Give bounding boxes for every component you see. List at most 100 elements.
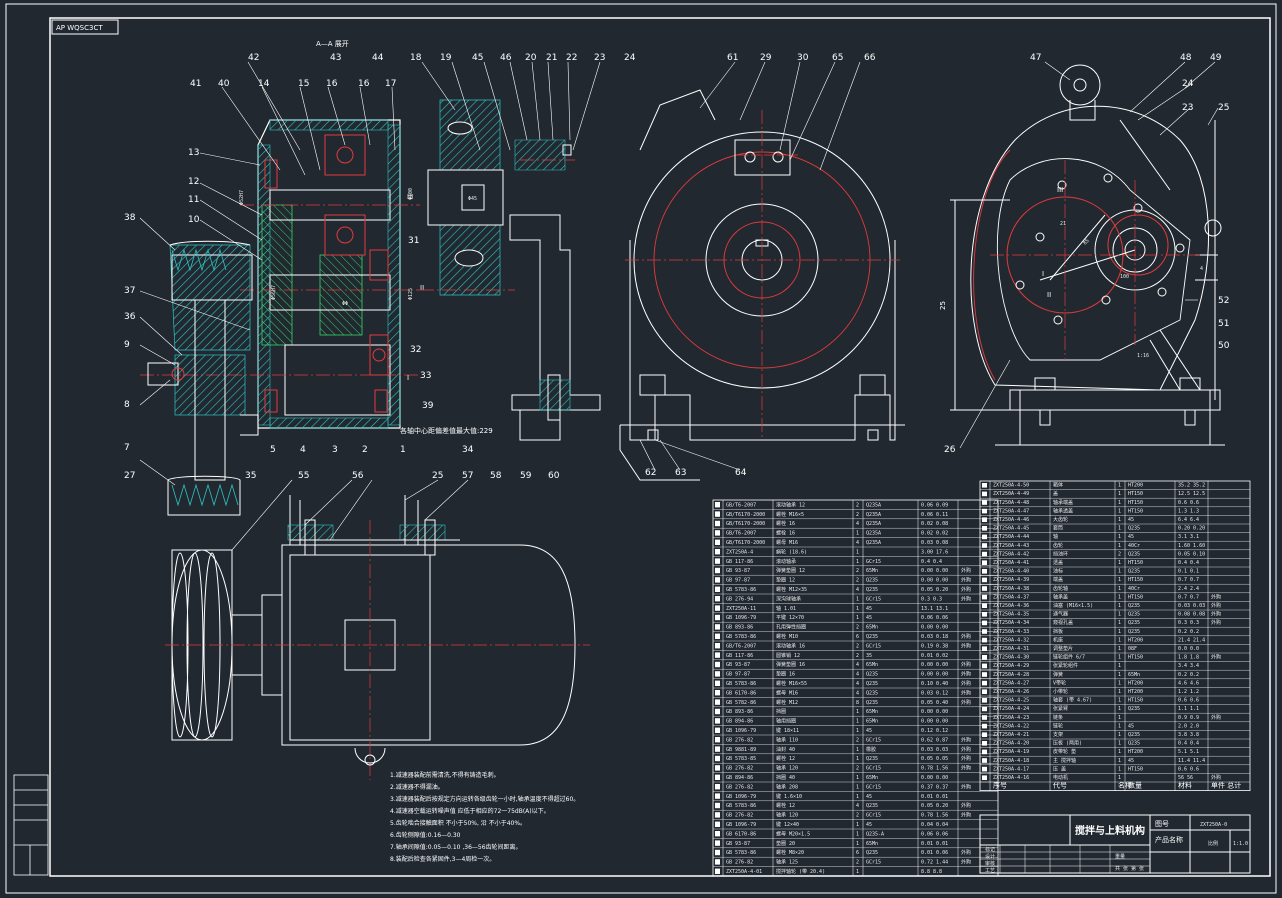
parts-right-cell: ZXT250A-4-48 [993, 500, 1029, 506]
svg-text:11: 11 [188, 195, 199, 205]
parts-left-cell: 1 [856, 615, 859, 621]
svg-text:41: 41 [190, 79, 201, 89]
parts-right-cell: 1 [1118, 517, 1121, 523]
parts-left-row-marker [715, 690, 720, 696]
parts-left-cell: GB 1096-79 [726, 615, 756, 621]
parts-right-cell: 1 [1118, 749, 1121, 755]
parts-right-cell: 轴 [1053, 533, 1058, 540]
parts-right-cell: 挡油环 [1053, 550, 1068, 557]
parts-left-cell: 平键 12×70 [776, 614, 804, 621]
svg-text:22: 22 [566, 53, 577, 63]
svg-text:15: 15 [298, 79, 309, 89]
parts-right-cell: 0.1 0.1 [1178, 569, 1199, 575]
parts-right-row-marker [982, 491, 987, 497]
parts-left-cell: 1 [856, 747, 859, 753]
parts-left-cell: GB 894-86 [726, 719, 753, 725]
svg-text:42: 42 [248, 53, 259, 63]
parts-right-cell: 皮带轮 垫 [1053, 748, 1076, 755]
svg-text:13: 13 [188, 148, 199, 158]
parts-left-cell: 1 [856, 596, 859, 602]
parts-left-cell: Q235 [866, 587, 878, 593]
section-label: A—A 展开 [316, 40, 349, 48]
parts-right-cell: 1 [1118, 594, 1121, 600]
parts-right-row-marker [982, 758, 987, 763]
callouts-left-view [139, 61, 601, 486]
parts-right-cell: HT150 [1128, 560, 1143, 566]
parts-left-cell: 1 [856, 831, 859, 837]
parts-left-row-marker [715, 502, 720, 508]
parts-left-cell: 8.8 8.8 [921, 869, 942, 875]
svg-text:设计: 设计 [985, 853, 995, 860]
parts-right-cell: 1 [1118, 577, 1121, 583]
parts-left-cell: 1 [856, 756, 859, 762]
parts-left-cell: GB 276-82 [726, 737, 753, 743]
parts-right-row-marker [982, 508, 987, 514]
parts-left-cell: 孔用弹性挡圈 [776, 624, 806, 631]
parts-right-cell: 轴承透盖 [1053, 507, 1073, 514]
parts-right-cell: ZXT250A-4-47 [993, 508, 1029, 514]
parts-left-cell: GB 117-86 [726, 559, 753, 565]
parts-right-cell: 0.6 0.6 [1178, 500, 1199, 506]
parts-left-cell: 外购 [961, 699, 971, 706]
parts-left-row-marker [715, 784, 720, 790]
parts-right-cell: ZXT250A-4-49 [993, 491, 1029, 497]
parts-left-cell: 1 [856, 869, 859, 875]
parts-left-cell: 0.03 0.12 [921, 690, 948, 696]
parts-right-cell: 0.03 0.03 [1178, 603, 1205, 609]
parts-left-cell: 4 [856, 690, 859, 696]
parts-right-cell: 1 [1118, 637, 1121, 643]
parts-right-cell: 1 [1118, 560, 1121, 566]
parts-left-row-marker [715, 755, 720, 762]
parts-right-cell: 11.4 11.4 [1178, 758, 1205, 764]
roman-II-right: II [1047, 291, 1051, 299]
parts-left-cell: GCr15 [866, 559, 881, 565]
parts-left-cell: 2 [856, 643, 859, 649]
parts-left-cell: GB 276-82 [726, 860, 753, 866]
parts-right-cell: 轴承盖 [1053, 593, 1068, 600]
parts-right-row-marker [982, 586, 987, 591]
parts-left-cell: 2 [856, 625, 859, 631]
svg-text:38: 38 [124, 213, 136, 223]
parts-left-cell: 0.00 0.00 [921, 662, 948, 668]
parts-left-cell: GB 5783-86 [726, 587, 756, 593]
parts-left-cell: 外购 [961, 802, 971, 809]
parts-right-cell: 1 [1118, 698, 1121, 704]
parts-left-row-marker [715, 652, 720, 658]
parts-right-cell: 1 [1118, 741, 1121, 747]
parts-right-cell: ZXT250A-4-37 [993, 594, 1029, 600]
parts-left-row-marker [715, 718, 720, 724]
parts-right-cell: 2 [1118, 551, 1121, 557]
parts-left-cell: 1 [856, 728, 859, 734]
left-margin-stamp [13, 774, 49, 876]
parts-right-cell: Q235 [1128, 612, 1140, 618]
parts-right-cell: 张紧轮组件 [1053, 662, 1078, 669]
parts-left-cell: 4 [856, 672, 859, 678]
parts-right-row-marker [982, 715, 987, 720]
parts-right-cell: HT150 [1128, 655, 1143, 661]
parts-left-cell: 0.05 0.20 [921, 587, 948, 593]
parts-right-row-marker [982, 732, 987, 737]
parts-right-cell: 0.6 0.6 [1178, 766, 1199, 772]
parts-right-cell: 1 [1118, 629, 1121, 635]
parts-right-cell: 1.3 1.3 [1178, 508, 1199, 514]
parts-left-cell: 螺母 M16 [776, 689, 798, 696]
parts-right-row-marker [982, 620, 987, 626]
svg-text:24: 24 [624, 53, 636, 63]
parts-right-cell: 油标 [1053, 568, 1063, 575]
parts-right-cell: HT200 [1128, 749, 1143, 755]
parts-right-row-marker [982, 766, 987, 772]
roman-I-right: I [1042, 270, 1044, 278]
parts-right-cell: 1 [1118, 775, 1121, 781]
parts-left-cell: 键 1.6×10 [776, 793, 802, 800]
parts-left-cell: 65Mn [866, 662, 878, 668]
parts-right-cell: 油塞 (M16×1.5) [1053, 602, 1093, 609]
parts-right-header-cell: 数量 [1128, 781, 1142, 790]
parts-left-row-marker [715, 859, 720, 865]
svg-text:49: 49 [1210, 53, 1222, 63]
parts-left-row-marker [715, 831, 720, 837]
parts-left-cell: 弹簧垫圈 12 [776, 567, 805, 574]
parts-left-cell: Q235A [866, 502, 881, 508]
svg-text:50: 50 [1218, 341, 1230, 351]
parts-right-cell: 大齿轮 [1053, 516, 1068, 523]
